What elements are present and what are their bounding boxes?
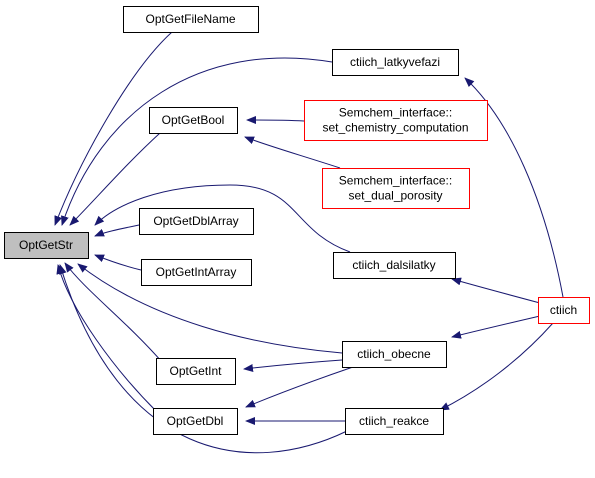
node-ctiich_reakce[interactable]: ctiich_reakce [345,408,444,435]
node-label: set_chemistry_computation [322,121,468,135]
nodes-layer: OptGetStr OptGetFileNameOptGetBoolOptGetD… [4,6,590,435]
edge-line [246,116,305,125]
edge-OptGetIntArray-to-OptGetStr [94,254,142,271]
node-box[interactable] [332,49,459,76]
edge-line [94,224,140,237]
node-OptGetIntArray[interactable]: OptGetIntArray [141,259,252,286]
node-label: OptGetDblArray [153,214,238,228]
edge-line [54,31,173,226]
node-box[interactable] [4,232,89,259]
node-label: ctiich_latkyvefazi [350,55,440,69]
edge-ctiich_latkyvefazi-to-OptGetStr [61,57,333,226]
node-box[interactable] [304,100,488,141]
edge-line [245,366,354,408]
edge-line [64,262,163,363]
edge-set_chemistry_computation-to-OptGetBool [246,116,305,125]
edge-line [58,264,348,454]
node-OptGetBool[interactable]: OptGetBool [149,107,238,134]
node-label: ctiich_obecne [357,347,431,361]
edge-ctiich-to-ctiich_obecne [451,315,541,339]
edge-line [69,132,161,226]
edge-ctiich-to-ctiich_reakce [439,322,554,411]
node-set_dual_porosity[interactable]: Semchem_interface::set_dual_porosity [322,168,470,209]
edge-OptGetInt-to-OptGetStr [64,262,163,363]
edge-ctiich_obecne-to-OptGetInt [243,359,343,372]
edge-OptGetDbl-to-OptGetStr [56,264,158,413]
edge-line [451,277,541,304]
edge-ctiich_obecne-to-OptGetStr [77,263,343,354]
node-box[interactable] [538,297,590,324]
edge-OptGetFileName-to-OptGetStr [54,31,173,226]
node-ctiich_dalsilatky[interactable]: ctiich_dalsilatky [333,252,456,279]
edge-line [439,322,554,411]
edge-line [451,315,541,339]
edge-line [243,359,343,372]
node-label: set_dual_porosity [348,189,442,203]
edge-OptGetBool-to-OptGetStr [69,132,161,226]
edge-line [464,77,564,298]
node-label: ctiich_dalsilatky [352,258,435,272]
node-ctiich_obecne[interactable]: ctiich_obecne [342,341,447,368]
node-box[interactable] [156,358,236,385]
node-label: Semchem_interface:: [339,174,452,188]
node-box[interactable] [123,6,259,33]
node-box[interactable] [333,252,456,279]
node-OptGetDblArray[interactable]: OptGetDblArray [139,208,254,235]
edge-line [56,264,158,413]
node-box[interactable] [139,208,254,235]
edge-ctiich_reakce-to-OptGetStr [58,264,348,454]
node-label: ctiich [550,303,577,317]
node-ctiich_latkyvefazi[interactable]: ctiich_latkyvefazi [332,49,459,76]
node-label: OptGetFileName [145,12,235,26]
node-label: ctiich_reakce [359,414,429,428]
edge-line [61,57,333,226]
edge-ctiich_dalsilatky-to-OptGetStr [94,184,351,253]
edge-set_dual_porosity-to-OptGetBool [244,136,341,169]
edge-ctiich_obecne-to-OptGetDbl [245,366,354,408]
edges-layer [54,31,564,454]
node-ctiich[interactable]: ctiich [538,297,590,324]
node-label: OptGetIntArray [156,265,237,279]
node-box[interactable] [345,408,444,435]
node-box[interactable] [141,259,252,286]
node-label: Semchem_interface:: [339,106,452,120]
node-OptGetFileName[interactable]: OptGetFileName [123,6,259,33]
node-box[interactable] [149,107,238,134]
node-set_chemistry_computation[interactable]: Semchem_interface::set_chemistry_computa… [304,100,488,141]
edge-line [244,136,341,169]
node-box[interactable] [153,408,238,435]
edge-OptGetDblArray-to-OptGetStr [94,224,140,237]
edge-line [94,184,351,253]
node-box[interactable] [322,168,470,209]
node-box[interactable] [342,341,447,368]
node-label: OptGetBool [162,113,225,127]
edge-ctiich-to-ctiich_dalsilatky [451,277,541,304]
node-label: OptGetStr [19,238,73,252]
edge-ctiich-to-ctiich_latkyvefazi [464,77,564,298]
node-label: OptGetInt [169,364,222,378]
node-OptGetDbl[interactable]: OptGetDbl [153,408,238,435]
edge-line [94,254,142,271]
node-label: OptGetDbl [167,414,224,428]
node-OptGetInt[interactable]: OptGetInt [156,358,236,385]
node-OptGetStr[interactable]: OptGetStr [4,232,89,259]
edge-line [77,263,343,354]
